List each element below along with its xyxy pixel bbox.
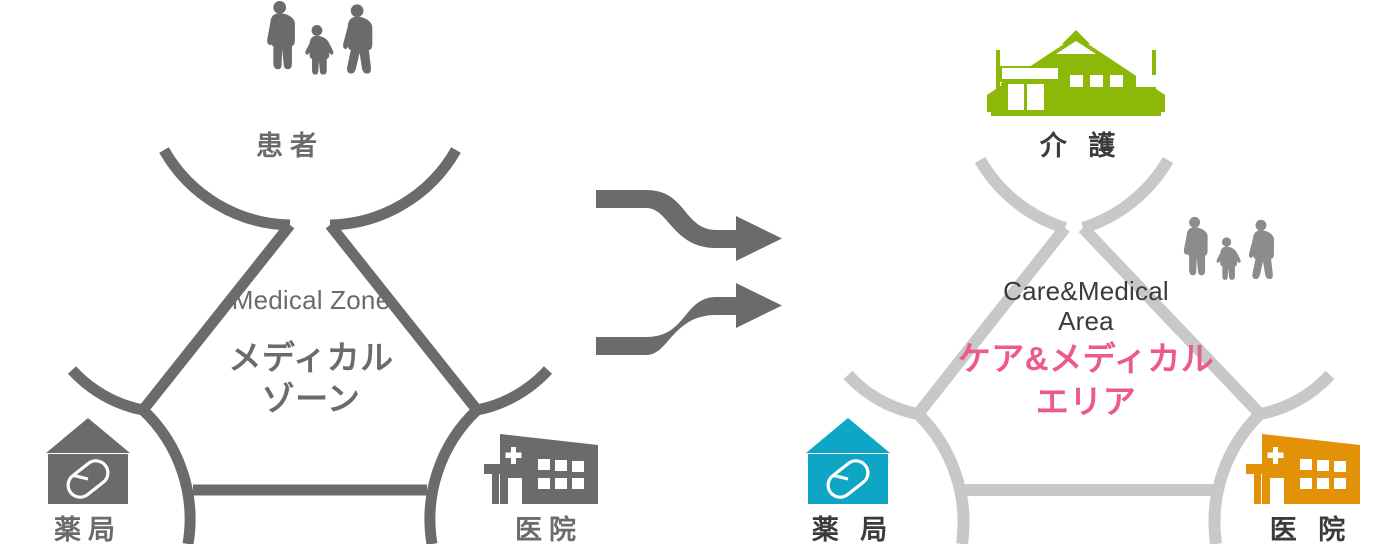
after-clinic-building-icon [1246,434,1360,504]
after-center-english-line1: Care&Medical [1003,276,1169,306]
before-center-japanese-line2: ゾーン [261,380,361,417]
after-node-label-pharmacy: 薬 局 [811,515,895,545]
after-center-english-line2: Area [1058,306,1114,336]
before-pharmacy-house-icon [46,418,130,504]
before-node-label-patients: 患者 [256,131,324,161]
before-road-network [67,147,553,544]
before-clinic-building-icon [484,434,598,504]
after-road-network [843,156,1335,544]
double-arrow-right-icon [596,190,782,355]
before-node-label-clinic: 医院 [515,515,583,545]
after-node-label-care: 介 護 [1039,131,1123,161]
before-node-label-pharmacy: 薬局 [54,515,122,545]
before-center-english: Medical Zone [231,285,391,315]
after-family-silhouette-icon [1183,216,1274,280]
before-center-japanese-line1: メディカル [228,339,394,376]
after-center-japanese-line2: エリア [1035,383,1137,420]
after-node-label-clinic: 医 院 [1269,515,1353,545]
after-pharmacy-house-icon [806,418,890,504]
after-care-facility-building-icon [987,30,1165,116]
after-center-japanese-line1: ケア&メディカル [957,340,1215,377]
